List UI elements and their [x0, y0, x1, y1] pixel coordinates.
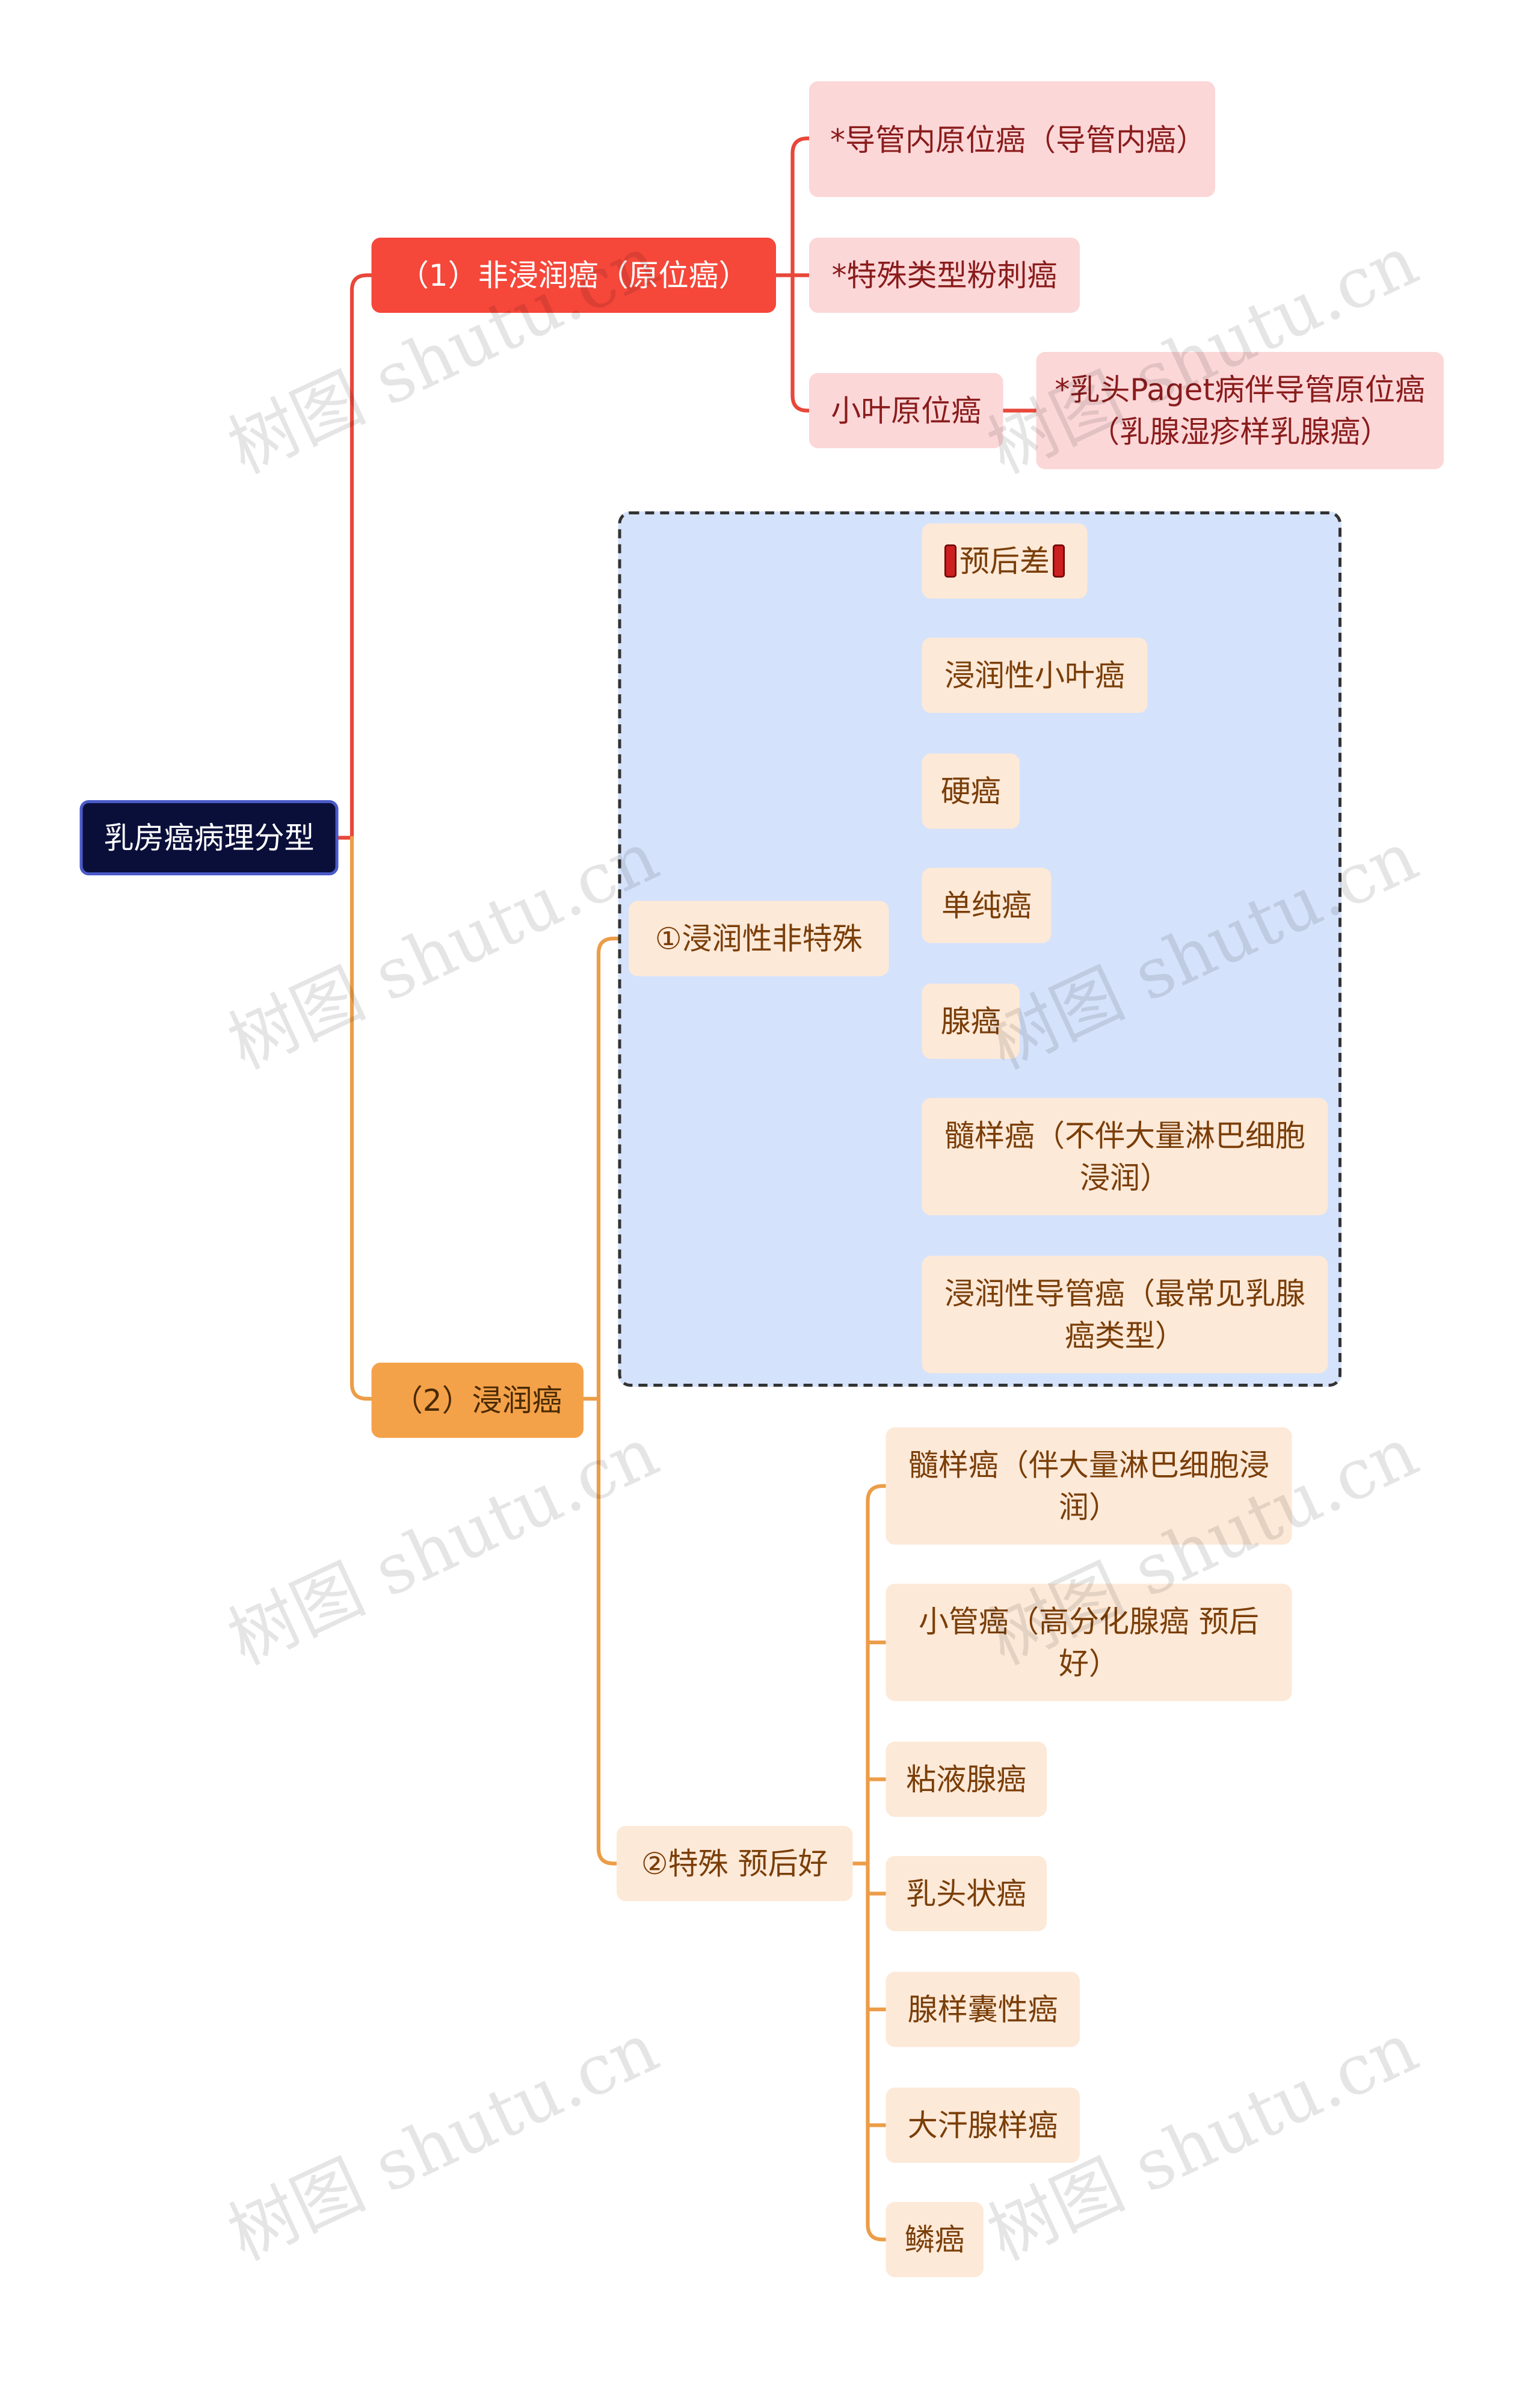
topic-invasive-label: （2）浸润癌 — [392, 1382, 562, 1419]
node-papillary[interactable]: 乳头状癌 — [886, 1856, 1047, 1931]
root-label: 乳房癌病理分型 — [103, 819, 315, 856]
node-simple-carcinoma-label: 单纯癌 — [941, 887, 1032, 923]
node-scirrhous-label: 硬癌 — [940, 773, 1001, 809]
summary-poor-prognosis-label: 预后差 — [959, 543, 1050, 579]
node-invasive-ductal-label: 浸润性导管癌（最常见乳腺癌类型） — [944, 1275, 1305, 1354]
link-noninv-c1 — [790, 136, 812, 277]
exclamation-icon — [944, 544, 956, 578]
node-invasive-special[interactable]: ②特殊 预后好 — [617, 1826, 853, 1901]
node-adenocarcinoma[interactable]: 腺癌 — [922, 984, 1020, 1059]
node-medullary-with-lymph-label: 髓样癌（伴大量淋巴细胞浸润） — [908, 1447, 1269, 1525]
node-invasive-nonspecial[interactable]: ①浸润性非特殊 — [629, 901, 889, 976]
link-inv-nonspecial — [596, 936, 631, 1401]
node-tubular[interactable]: 小管癌（高分化腺癌 预后好） — [886, 1583, 1292, 1701]
node-squamous[interactable]: 鳞癌 — [886, 2202, 984, 2277]
node-ductal-in-situ-label: *导管内原位癌（导管内癌） — [830, 121, 1206, 158]
node-invasive-lobular-label: 浸润性小叶癌 — [944, 657, 1125, 694]
link-noninv-c3 — [790, 273, 812, 413]
node-paget[interactable]: *乳头Paget病伴导管原位癌（乳腺湿疹样乳腺癌） — [1036, 352, 1444, 469]
summary-poor-prognosis[interactable]: 预后差 — [922, 523, 1088, 599]
node-adenoid-cystic[interactable]: 腺样囊性癌 — [886, 1971, 1080, 2047]
node-lobular-in-situ-label: 小叶原位癌 — [831, 392, 982, 429]
exclamation-icon — [1053, 544, 1065, 578]
node-mucinous-label: 粘液腺癌 — [906, 1761, 1027, 1798]
node-medullary-with-lymph[interactable]: 髓样癌（伴大量淋巴细胞浸润） — [886, 1427, 1292, 1545]
node-ductal-in-situ[interactable]: *导管内原位癌（导管内癌） — [809, 81, 1215, 197]
node-paget-label: *乳头Paget病伴导管原位癌（乳腺湿疹样乳腺癌） — [1055, 371, 1426, 450]
node-papillary-label: 乳头状癌 — [906, 1875, 1027, 1912]
node-invasive-ductal[interactable]: 浸润性导管癌（最常见乳腺癌类型） — [922, 1256, 1328, 1373]
link-inv-special — [596, 1396, 619, 1866]
node-apocrine-label: 大汗腺样癌 — [907, 2107, 1058, 2144]
node-medullary-without-lymph-label: 髓样癌（不伴大量淋巴细胞浸润） — [944, 1117, 1305, 1196]
node-tubular-label: 小管癌（高分化腺癌 预后好） — [919, 1603, 1259, 1682]
link-sp-c1 — [866, 1484, 888, 1866]
link-sp-c5 — [866, 1861, 888, 2012]
link-sp-c7 — [866, 2007, 888, 2242]
topic-invasive[interactable]: （2）浸润癌 — [371, 1363, 584, 1438]
node-comedo[interactable]: *特殊类型粉刺癌 — [809, 238, 1080, 313]
node-comedo-label: *特殊类型粉刺癌 — [831, 257, 1058, 294]
node-medullary-without-lymph[interactable]: 髓样癌（不伴大量淋巴细胞浸润） — [922, 1098, 1328, 1215]
node-squamous-label: 鳞癌 — [904, 2221, 965, 2258]
node-mucinous[interactable]: 粘液腺癌 — [886, 1742, 1047, 1817]
topic-non-invasive-label: （1）非浸润癌（原位癌） — [398, 257, 749, 294]
topic-non-invasive[interactable]: （1）非浸润癌（原位癌） — [371, 238, 776, 313]
node-simple-carcinoma[interactable]: 单纯癌 — [922, 868, 1052, 943]
link-root-non-invasive — [336, 273, 374, 840]
root-node[interactable]: 乳房癌病理分型 — [79, 800, 339, 875]
link-root-invasive — [350, 836, 374, 1401]
node-apocrine[interactable]: 大汗腺样癌 — [886, 2088, 1080, 2163]
node-invasive-special-label: ②特殊 预后好 — [641, 1845, 828, 1882]
node-adenoid-cystic-label: 腺样囊性癌 — [907, 1991, 1058, 2027]
node-invasive-nonspecial-label: ①浸润性非特殊 — [654, 920, 863, 957]
node-lobular-in-situ[interactable]: 小叶原位癌 — [809, 373, 1003, 448]
node-scirrhous[interactable]: 硬癌 — [922, 753, 1020, 829]
node-adenocarcinoma-label: 腺癌 — [940, 1003, 1001, 1040]
node-invasive-lobular[interactable]: 浸润性小叶癌 — [922, 638, 1148, 713]
